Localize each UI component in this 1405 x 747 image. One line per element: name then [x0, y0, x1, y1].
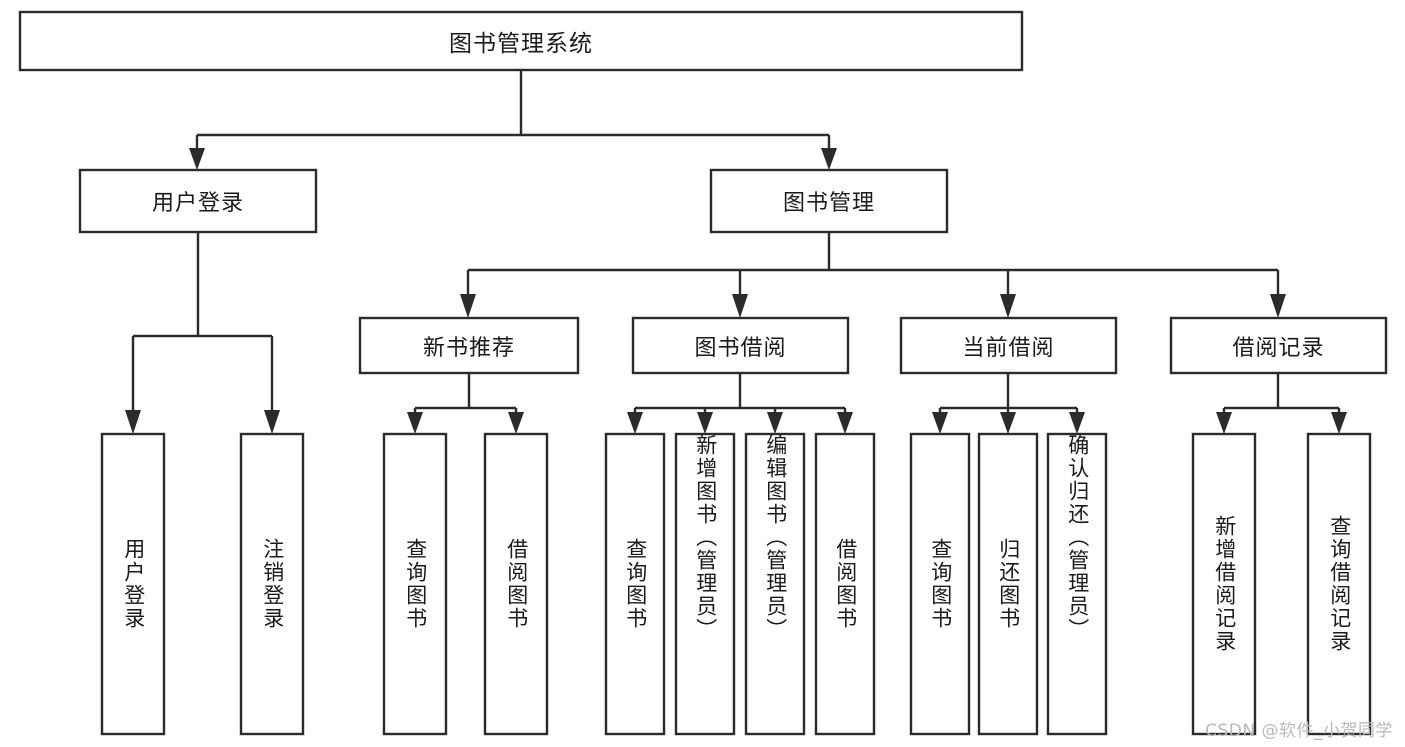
node-book-management-box[interactable] — [709, 168, 949, 234]
arrowhead-borrow-record-leaf-1 — [1216, 412, 1232, 434]
arrowhead-user-login-leaf-1 — [125, 410, 141, 434]
node-user-login-box[interactable] — [78, 168, 318, 234]
arrowhead-current-borrow-leaf-1 — [932, 412, 948, 434]
node-new-book-recommend-box[interactable] — [358, 316, 580, 375]
leaf-box-book-borrow-3[interactable] — [744, 432, 806, 736]
arrowhead-current-borrow-leaf-3 — [1069, 412, 1085, 434]
arrowhead-current-borrow-leaf-2 — [1000, 412, 1016, 434]
arrowhead-book-borrow-leaf-4 — [837, 412, 853, 434]
arrowhead-borrow-record-leaf-2 — [1331, 412, 1347, 434]
arrowhead-to-borrow-record — [1270, 294, 1286, 318]
leaf-box-book-borrow-2[interactable] — [674, 432, 736, 736]
node-book-borrow-box[interactable] — [631, 316, 850, 375]
arrowhead-to-book-mgmt — [821, 148, 837, 170]
leaf-box-new-book-2[interactable] — [483, 432, 549, 736]
leaf-box-current-borrow-3[interactable] — [1046, 432, 1108, 736]
leaf-box-book-borrow-1[interactable] — [604, 432, 666, 736]
leaf-box-borrow-record-2[interactable] — [1306, 432, 1372, 736]
leaf-box-user-login-1[interactable] — [100, 432, 166, 736]
leaf-box-new-book-1[interactable] — [382, 432, 448, 736]
arrowhead-to-new-book-recommend — [460, 294, 476, 318]
node-root-box[interactable] — [18, 10, 1024, 72]
leaf-box-current-borrow-1[interactable] — [909, 432, 971, 736]
arrowhead-new-book-leaf-2 — [508, 412, 524, 434]
arrowhead-book-borrow-leaf-2 — [697, 412, 713, 434]
node-borrow-record-box[interactable] — [1169, 316, 1388, 375]
watermark-text: CSDN @软件_小贺同学 — [1205, 721, 1393, 741]
node-current-borrow-box[interactable] — [899, 316, 1118, 375]
arrowhead-to-book-borrow — [732, 294, 748, 318]
leaf-box-user-login-2[interactable] — [239, 432, 305, 736]
arrowhead-to-user-login — [189, 148, 205, 170]
arrowhead-to-current-borrow — [1000, 294, 1016, 318]
arrowhead-book-borrow-leaf-3 — [767, 412, 783, 434]
arrowhead-user-login-leaf-2 — [264, 410, 280, 434]
arrowhead-book-borrow-leaf-1 — [627, 412, 643, 434]
leaf-box-book-borrow-4[interactable] — [814, 432, 876, 736]
arrowhead-new-book-leaf-1 — [407, 412, 423, 434]
leaf-box-current-borrow-2[interactable] — [977, 432, 1039, 736]
leaf-box-borrow-record-1[interactable] — [1191, 432, 1257, 736]
